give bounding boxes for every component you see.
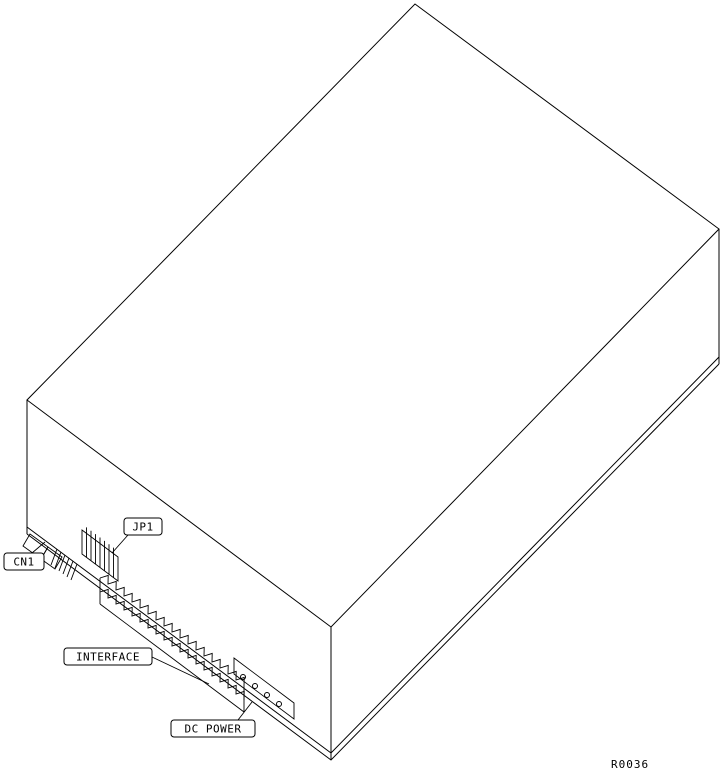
dc-power-pin-3 (264, 692, 270, 698)
interface-pin-row-upper (99, 574, 245, 687)
interface-label-box (63, 647, 153, 666)
dc-power-label-box (170, 719, 256, 738)
base-lip-edge (26, 363, 720, 761)
interface-connector (99, 574, 245, 713)
interface-leader-line (151, 656, 210, 685)
cn1-label-box (3, 552, 45, 571)
interface-label-text: INTERFACE (76, 651, 140, 664)
cn1-leader-line (31, 541, 46, 554)
jp1-label-text: JP1 (132, 521, 153, 534)
dc-power-leader-line (237, 701, 253, 721)
dc-power-pin-4 (276, 701, 282, 707)
jp1-jumper-block (81, 527, 119, 582)
bottom-edge (26, 356, 720, 754)
cn1-label-text: CN1 (13, 556, 34, 569)
dc-power-pin-1 (240, 674, 246, 680)
dc-power-callout: DC POWER (170, 701, 256, 738)
jp1-body (81, 529, 119, 582)
device-outline (26, 3, 720, 761)
jp1-leader-line (111, 534, 129, 554)
pin-hatch-block (50, 548, 78, 581)
dc-power-connector (233, 657, 295, 720)
jp1-label-box (123, 517, 163, 536)
interface-body-bottom (99, 603, 245, 713)
dc-power-body (233, 657, 295, 720)
jp1-callout: JP1 (111, 517, 163, 554)
dc-power-label-text: DC POWER (185, 723, 242, 736)
cn1-callout: CN1 (3, 541, 46, 571)
interface-callout: INTERFACE (63, 647, 210, 685)
interface-pin-row-lower (99, 588, 245, 701)
dc-power-pin-2 (252, 683, 258, 689)
reference-number: R0036 (611, 758, 649, 771)
